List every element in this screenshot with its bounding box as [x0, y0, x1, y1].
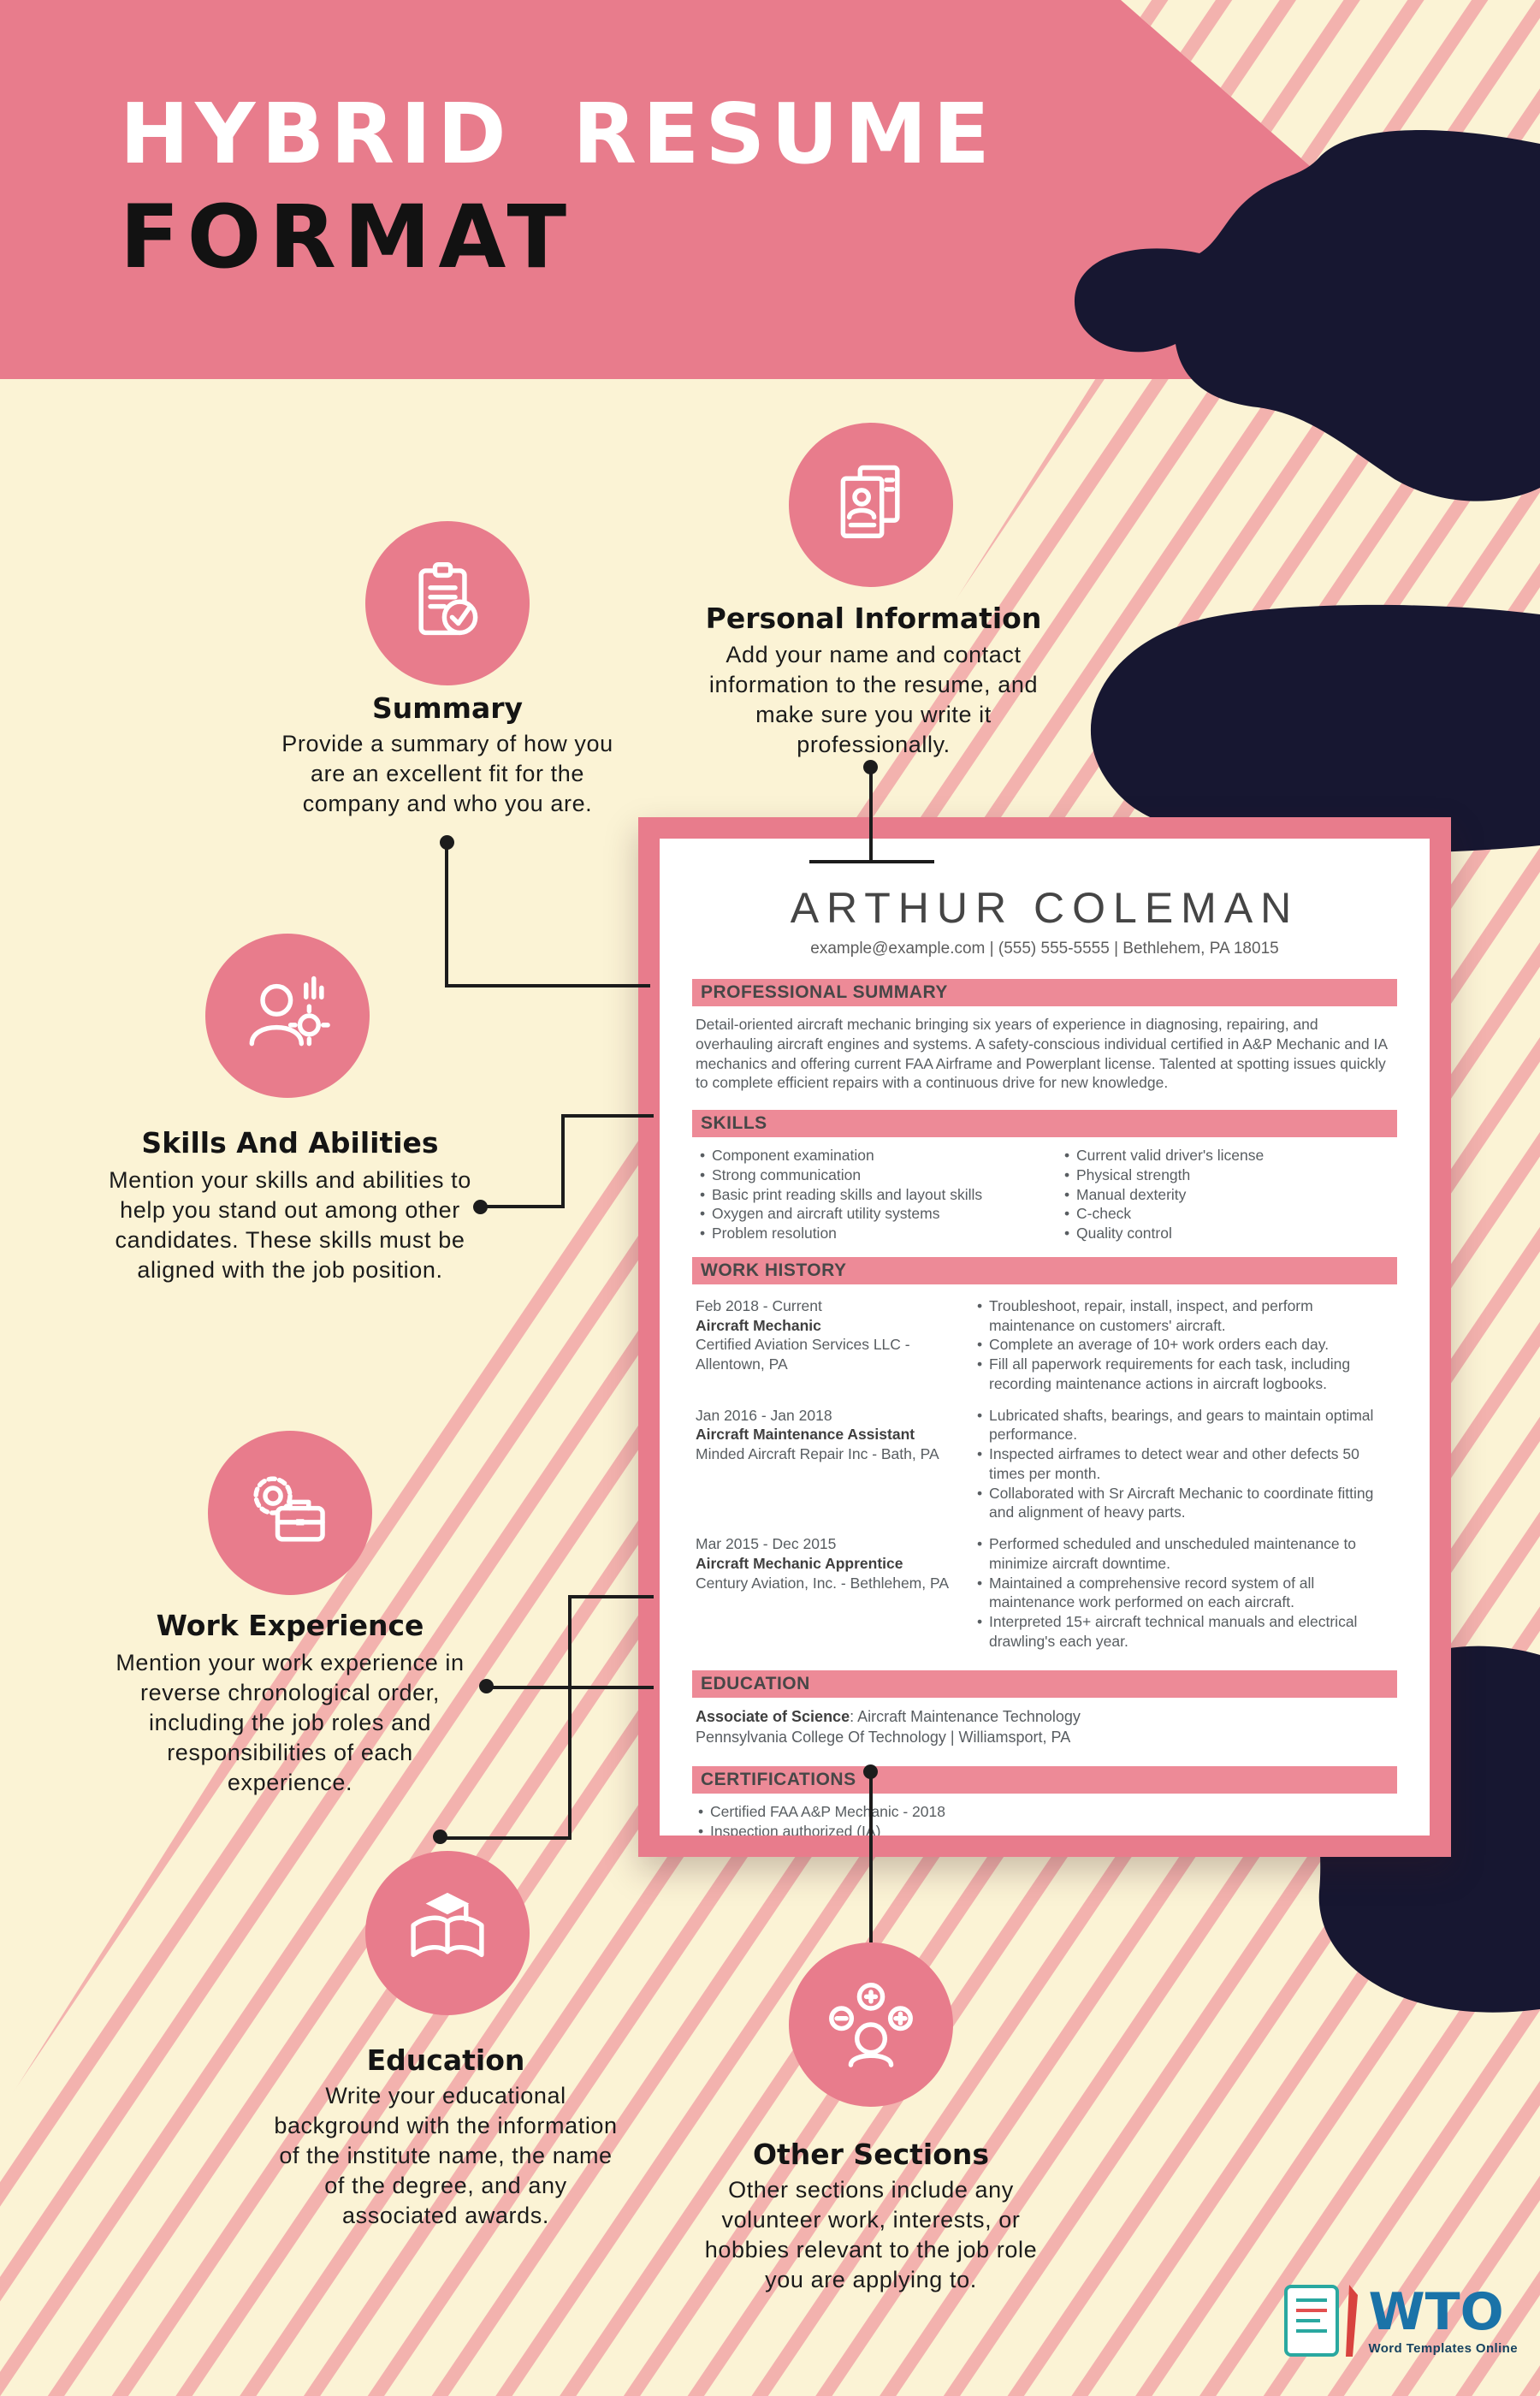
other-sections-connector-line	[869, 1775, 873, 1942]
skills-title: Skills And Abilities	[141, 1126, 439, 1159]
resume-page: ARTHUR COLEMAN example@example.com | (55…	[660, 839, 1430, 1836]
resume-preview: ARTHUR COLEMAN example@example.com | (55…	[638, 817, 1451, 1857]
job-bullet: Maintained a comprehensive record system…	[974, 1574, 1394, 1613]
skills-description: Mention your skills and abilities to hel…	[109, 1167, 471, 1284]
section-heading-professional-summary: PROFESSIONAL SUMMARY	[692, 979, 1397, 1006]
other-sections-description: Other sections include any volunteer wor…	[704, 2177, 1038, 2293]
personal-info-connector-dot	[863, 760, 878, 774]
section-heading-education: EDUCATION	[692, 1669, 1397, 1698]
summary-description: Provide a summary of how you are an exce…	[281, 731, 613, 817]
skill-item: C-check	[1062, 1204, 1392, 1224]
job-title: Aircraft Mechanic	[696, 1316, 821, 1334]
poster-title-line1: HYBRID RESUME	[120, 86, 996, 182]
skill-item: Manual dexterity	[1062, 1185, 1392, 1205]
skill-item: Problem resolution	[697, 1224, 1028, 1243]
job-company: Century Aviation, Inc. - Bethlehem, PA	[696, 1574, 950, 1592]
work-history-entry: Jan 2016 - Jan 2018 Aircraft Maintenance…	[692, 1406, 1397, 1523]
education-circle	[365, 1851, 530, 2015]
certifications-list: Certified FAA A&P Mechanic - 2018 Inspec…	[692, 1802, 1397, 1836]
education-degree: Associate of Science	[696, 1707, 850, 1725]
wto-logo-caption: Word Templates Online	[1368, 2340, 1518, 2356]
summary-connector-line-h	[445, 984, 650, 987]
job-title: Aircraft Maintenance Assistant	[696, 1426, 915, 1444]
resume-contact: example@example.com | (555) 555-5555 | B…	[810, 940, 1279, 958]
other-sections-circle	[789, 1942, 953, 2107]
education-title: Education	[366, 2043, 525, 2077]
personal-info-connector-tick	[809, 860, 934, 863]
briefcase-gear-icon	[253, 1476, 325, 1542]
summary-connector-line-v	[445, 842, 448, 986]
job-bullet: Interpreted 15+ aircraft technical manua…	[974, 1612, 1394, 1652]
section-heading-skills: SKILLS	[692, 1110, 1397, 1137]
personal-information-description: Add your name and contact information to…	[708, 642, 1039, 758]
education-connector-line-h1	[439, 1836, 572, 1840]
professional-summary-text: Detail-oriented aircraft mechanic bringi…	[696, 1016, 1388, 1092]
job-bullet: Fill all paperwork requirements for each…	[974, 1355, 1394, 1394]
certification-item: Inspection authorized (IA)	[696, 1822, 1394, 1836]
job-dates: Jan 2016 - Jan 2018	[696, 1406, 832, 1424]
education-school: Pennsylvania College Of Technology | Wil…	[696, 1728, 1071, 1746]
resume-name: ARTHUR COLEMAN	[790, 884, 1300, 932]
summary-title: Summary	[371, 691, 524, 725]
job-title: Aircraft Mechanic Apprentice	[696, 1554, 903, 1572]
job-bullet: Lubricated shafts, bearings, and gears t…	[974, 1406, 1394, 1445]
job-bullet: Complete an average of 10+ work orders e…	[974, 1335, 1394, 1355]
job-bullet: Troubleshoot, repair, install, inspect, …	[974, 1296, 1394, 1336]
id-resume-icon	[840, 465, 900, 538]
wto-logo-text: WTO	[1368, 2281, 1504, 2342]
clipboard-check-icon	[418, 561, 478, 636]
job-bullet: Inspected airframes to detect wear and o…	[974, 1444, 1394, 1484]
section-heading-certifications: CERTIFICATIONS	[692, 1766, 1397, 1794]
education-connector-line-h2	[568, 1595, 654, 1598]
work-experience-circle	[208, 1431, 372, 1595]
job-company: Certified Aviation Services LLC - Allent…	[696, 1336, 910, 1373]
education-description: Write your educational background with t…	[274, 2083, 618, 2229]
skills-list: Component examination Strong communicati…	[692, 1146, 1397, 1243]
skill-item: Basic print reading skills and layout sk…	[697, 1185, 1028, 1205]
skill-item: Quality control	[1062, 1224, 1392, 1243]
book-graduation-icon	[411, 1892, 484, 1958]
skill-item: Physical strength	[1062, 1165, 1392, 1185]
poster-title-line2: FORMAT	[120, 187, 575, 288]
personal-information-title: Personal Information	[705, 602, 1042, 635]
job-dates: Mar 2015 - Dec 2015	[696, 1535, 837, 1552]
personal-info-connector-line	[869, 770, 873, 863]
other-sections-connector-dot	[863, 1764, 878, 1779]
job-company: Minded Aircraft Repair Inc - Bath, PA	[696, 1445, 939, 1462]
person-gear-icon	[249, 976, 330, 1047]
work-history-entry: Mar 2015 - Dec 2015 Aircraft Mechanic Ap…	[692, 1534, 1397, 1652]
education-connector-line-v	[568, 1595, 572, 1840]
job-dates: Feb 2018 - Current	[696, 1296, 822, 1314]
job-bullet: Performed scheduled and unscheduled main…	[974, 1534, 1394, 1574]
wto-logo-icon	[1284, 2285, 1359, 2357]
education-entry: Associate of Science: Aircraft Maintenan…	[696, 1706, 1394, 1748]
skill-item: Strong communication	[697, 1165, 1028, 1185]
job-bullet: Collaborated with Sr Aircraft Mechanic t…	[974, 1484, 1394, 1523]
skills-connector-line-h1	[479, 1205, 565, 1208]
skills-connector-line-v	[561, 1114, 565, 1208]
skill-item: Oxygen and aircraft utility systems	[697, 1204, 1028, 1224]
summary-circle	[365, 521, 530, 685]
education-field: : Aircraft Maintenance Technology	[850, 1707, 1081, 1725]
skills-connector-line-h2	[561, 1114, 654, 1118]
skill-item: Component examination	[697, 1146, 1028, 1165]
navy-blob-top-right	[1074, 130, 1540, 501]
personal-information-circle	[789, 423, 953, 587]
wto-logo: WTO Word Templates Online	[1281, 2278, 1518, 2363]
work-history-entry: Feb 2018 - Current Aircraft Mechanic Cer…	[692, 1296, 1397, 1394]
other-sections-title: Other Sections	[752, 2138, 990, 2171]
skill-item: Current valid driver's license	[1062, 1146, 1392, 1165]
certification-item: Certified FAA A&P Mechanic - 2018	[696, 1802, 1394, 1822]
work-experience-title: Work Experience	[156, 1609, 424, 1642]
work-experience-description: Mention your work experience in reverse …	[116, 1650, 465, 1796]
section-heading-work-history: WORK HISTORY	[692, 1256, 1397, 1284]
skills-circle	[205, 934, 370, 1098]
navy-blob-middle-right	[1090, 604, 1540, 853]
person-hobbies-icon	[829, 1983, 913, 2067]
